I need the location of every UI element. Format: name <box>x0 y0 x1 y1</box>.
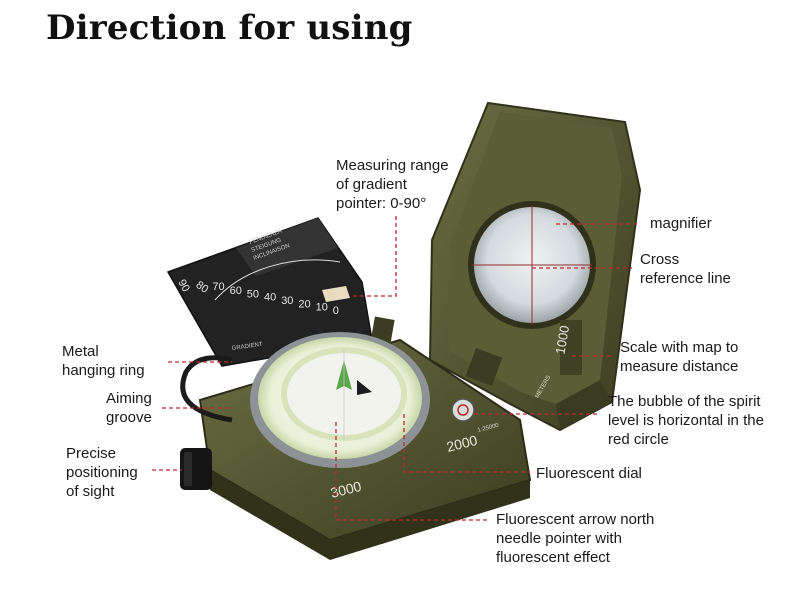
clino-bottom-text: GRADIENT <box>231 342 263 352</box>
label-line: groove <box>106 409 152 426</box>
label-line: pointer: 0-90° <box>336 195 427 212</box>
label-line: Scale with map to <box>620 339 739 356</box>
clino-number: 60 <box>230 285 242 297</box>
clino-number: 50 <box>247 288 259 300</box>
label-fluorescent-arrow: Fluorescent arrow north needle pointer w… <box>496 510 654 567</box>
magnifier-lens <box>468 201 596 329</box>
label-line: Metal <box>62 343 99 360</box>
sight-knob <box>180 448 212 490</box>
label-metal-ring: Metal hanging ring <box>62 342 145 380</box>
label-fluorescent-dial: Fluorescent dial <box>536 464 642 483</box>
clino-number: 70 <box>212 281 224 293</box>
leader-dial <box>403 414 530 473</box>
label-line: Precise <box>66 445 117 462</box>
label-line: level is horizontal in the <box>608 412 764 429</box>
clino-number: 30 <box>281 295 293 307</box>
base-scale: 2000 3000 1:25000 <box>329 423 500 501</box>
label-line: of sight <box>66 483 115 500</box>
label-line: Aiming <box>106 390 152 407</box>
label-line: fluorescent effect <box>496 549 610 566</box>
clino-number: 10 <box>316 302 328 314</box>
compass-dial <box>250 332 430 468</box>
label-precise-positioning: Precise positioning of sight <box>66 444 138 501</box>
label-line: The bubble of the spirit <box>608 393 761 410</box>
label-magnifier: magnifier <box>650 214 712 233</box>
leader-arrow <box>335 422 490 521</box>
label-line: red circle <box>608 431 669 448</box>
label-line: hanging ring <box>62 362 145 379</box>
label-line: positioning <box>66 464 138 481</box>
scale-2000: 2000 <box>445 432 479 455</box>
label-aiming-groove: Aiming groove <box>106 389 152 427</box>
clino-number: 90 <box>175 278 192 295</box>
label-line: reference line <box>640 270 731 287</box>
scale-1000: 1000 <box>552 324 572 355</box>
clino-number: 80 <box>193 279 210 296</box>
scale-3000: 3000 <box>329 478 363 501</box>
label-line: Measuring range <box>336 157 449 174</box>
leader-lines <box>152 216 640 521</box>
label-line: Fluorescent arrow north <box>496 511 655 528</box>
clino-number: 0 <box>333 305 339 317</box>
label-spirit-bubble: The bubble of the spirit level is horizo… <box>608 392 764 449</box>
scale-ratio: 1:25000 <box>477 423 500 434</box>
label-line: of gradient <box>336 176 407 193</box>
clino-number: 20 <box>298 298 310 310</box>
label-line: Fluorescent dial <box>536 465 642 482</box>
spirit-level <box>451 398 475 422</box>
label-gradient-pointer: Measuring range of gradient pointer: 0-9… <box>336 156 449 213</box>
label-line: needle pointer with <box>496 530 622 547</box>
label-cross-reference: Cross reference line <box>640 250 731 288</box>
label-line: magnifier <box>650 215 712 232</box>
label-scale: Scale with map to measure distance <box>620 338 738 376</box>
leader-gradient <box>350 216 397 297</box>
label-line: Cross <box>640 251 680 268</box>
page-title: Direction for using <box>46 8 413 48</box>
label-line: measure distance <box>620 358 739 375</box>
clino-number: 40 <box>264 292 276 304</box>
hanging-ring <box>180 355 233 423</box>
